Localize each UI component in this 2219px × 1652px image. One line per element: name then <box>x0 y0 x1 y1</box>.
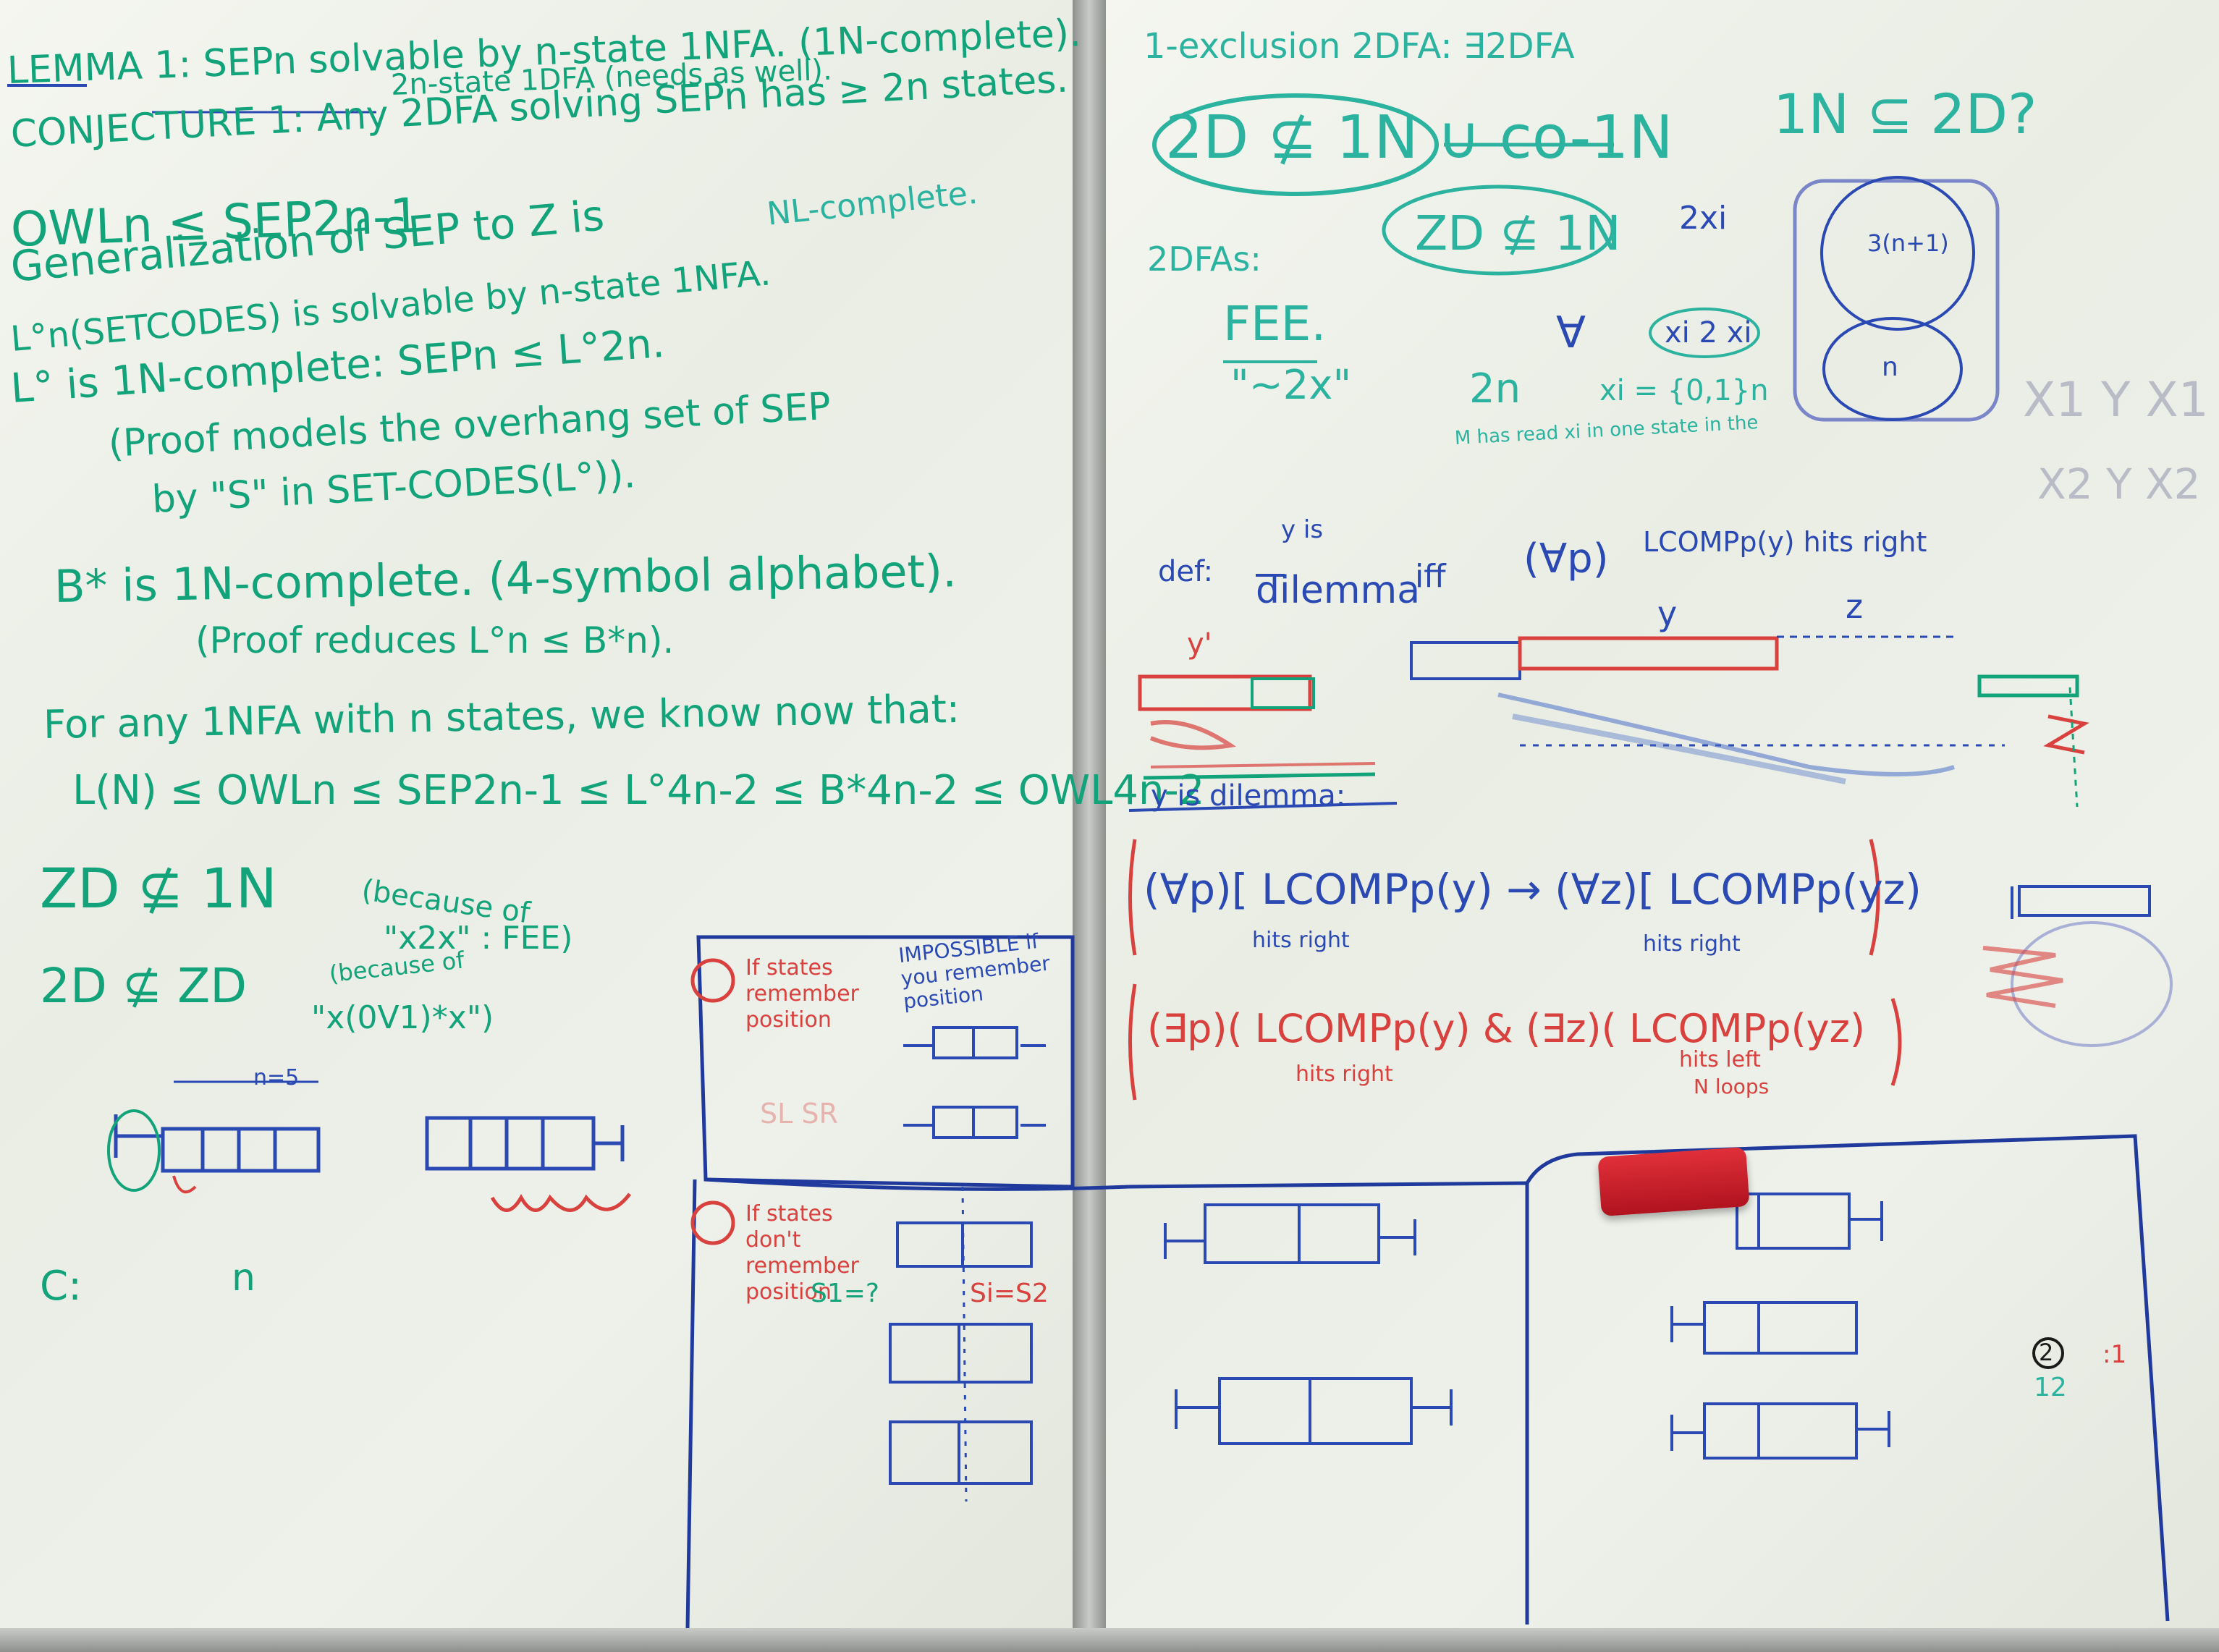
circled-2: 2 <box>2039 1339 2054 1366</box>
dilemma-label: dilemma <box>1256 569 1421 612</box>
x1-y-x1: X1 Y X1 <box>2023 372 2209 428</box>
n-equals-5: n=5 <box>253 1065 300 1090</box>
bottom-aluminum-frame <box>0 1628 2219 1652</box>
lcomp-def: LCOMPp(y) hits right <box>1643 526 1927 558</box>
xi-entry: xi 2 xi <box>1665 316 1752 350</box>
case-2-text: If states don't remember position <box>745 1201 859 1305</box>
zd-in-text: ZD ⊈ 1N <box>40 856 277 920</box>
ratio-one-label: :1 <box>2102 1340 2127 1369</box>
n-loops-label: N loops <box>1694 1075 1770 1098</box>
right-whiteboard-panel <box>1106 0 2219 1652</box>
fee-label: FEE. <box>1223 296 1327 352</box>
z-segment-label: z <box>1846 587 1864 626</box>
question-text: 1N ⊆ 2D? <box>1773 82 2037 146</box>
ovl-text: "x(0V1)*x") <box>311 999 494 1036</box>
whiteboard-eraser <box>1597 1146 1750 1217</box>
exclusion-text: 1-exclusion 2DFA: ∃2DFA <box>1144 26 1575 67</box>
chain-text: L(N) ≤ OWLn ≤ SEP2n-1 ≤ L°4n-2 ≤ B*4n-2 … <box>72 767 1205 814</box>
2d-zd-text: 2D ⊈ ZD <box>40 958 248 1014</box>
n-label: n <box>232 1256 255 1300</box>
forall-p: (∀p) <box>1523 535 1609 583</box>
c-label: C: <box>40 1263 82 1310</box>
n-state-label: n <box>1882 352 1898 382</box>
2xi-label: 2xi <box>1679 200 1728 237</box>
formula-2-hits-left: hits left <box>1679 1047 1761 1072</box>
y-prime-label: y' <box>1187 627 1212 661</box>
2n-label: 2n <box>1469 365 1521 412</box>
y-segment-label: y <box>1657 594 1678 633</box>
iff-label: iff <box>1415 558 1446 595</box>
proof-2-text: (Proof reduces L°n ≤ B*n). <box>195 619 675 661</box>
fee-text: "x2x" : FEE) <box>384 920 573 957</box>
formula-1: (∀p)[ LCOMPp(y) → (∀z)[ LCOMPp(yz) <box>1144 865 1922 914</box>
left-whiteboard-panel <box>0 0 1073 1652</box>
3n-plus-1: 3(n+1) <box>1867 229 1949 257</box>
def-label: def: <box>1158 555 1214 588</box>
formula-2: (∃p)( LCOMPp(y) & (∃z)( LCOMPp(yz) <box>1147 1006 1866 1051</box>
formula-1-hits-2: hits right <box>1643 931 1741 957</box>
main-result: 2D ⊈ 1N ∪ co-1N <box>1165 103 1673 172</box>
forall-symbol: ∀ <box>1556 308 1586 358</box>
sl-sr-label: SL SR <box>760 1098 838 1130</box>
twelve-label: 12 <box>2034 1373 2067 1402</box>
xi-set: xi = {0,1}n <box>1599 374 1769 407</box>
x2-y-x2: X2 Y X2 <box>2037 459 2201 509</box>
center-aluminum-frame <box>1073 0 1106 1652</box>
y-is-dilemma: y is dilemma: <box>1151 779 1346 813</box>
formula-1-hits: hits right <box>1252 928 1350 953</box>
y-is-label: y is <box>1281 515 1324 544</box>
case-1-text: If states remember position <box>745 955 859 1033</box>
formula-2-hits: hits right <box>1296 1062 1393 1087</box>
quote-2x: "~2x" <box>1230 362 1352 409</box>
zd-in-2: ZD ⊈ 1N <box>1415 206 1621 261</box>
s1-question: S1=? <box>811 1279 880 1308</box>
2dfas-label: 2DFAs: <box>1147 240 1261 279</box>
si-s2-label: Si=S2 <box>970 1279 1049 1308</box>
